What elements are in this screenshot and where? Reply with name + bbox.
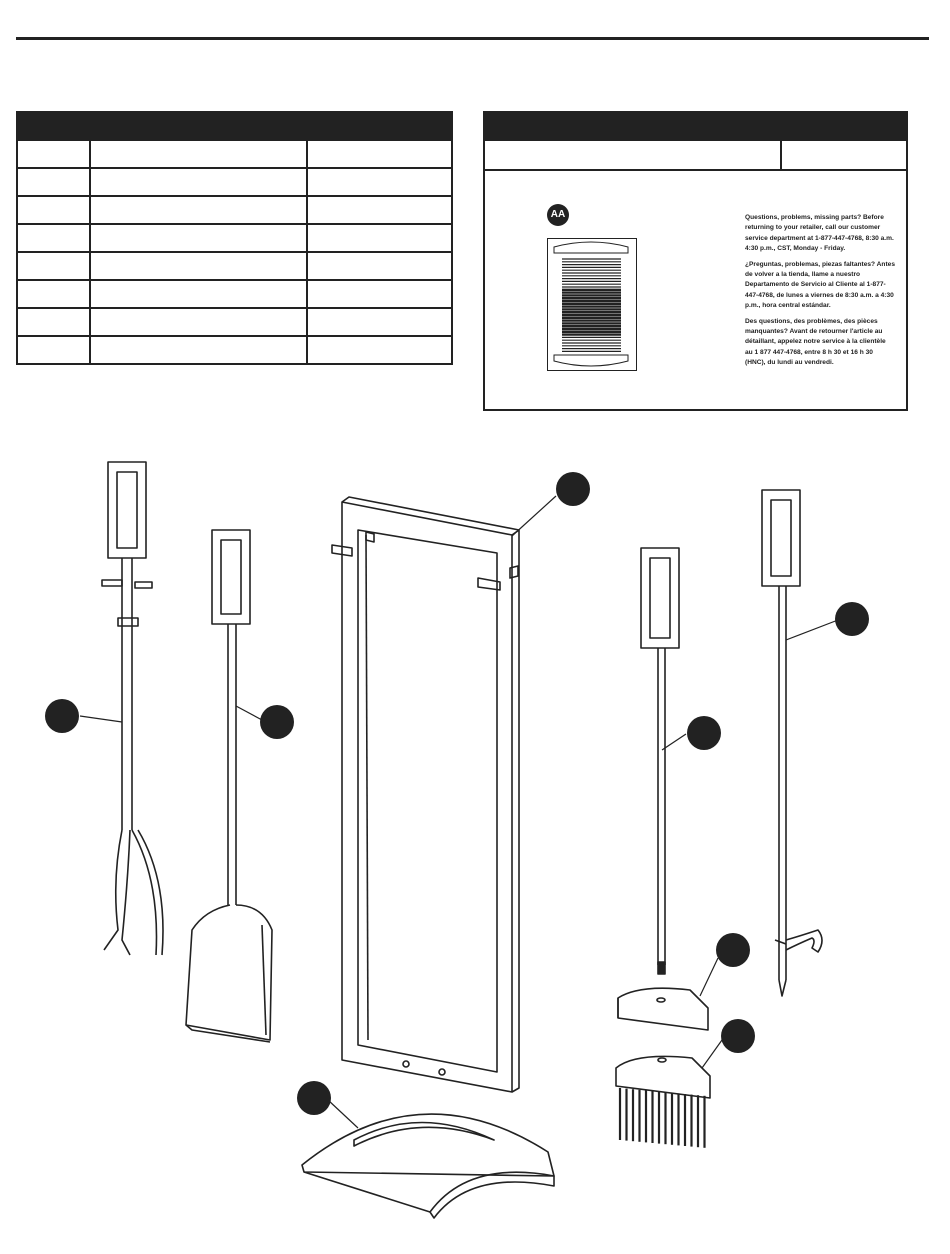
tongs-illustration [101, 461, 164, 956]
table-row [18, 195, 451, 223]
table-row [18, 251, 451, 279]
parts-table [16, 111, 453, 365]
header-rule [16, 37, 929, 40]
broom-cap-illustration [617, 987, 709, 1031]
callout-frame [556, 472, 590, 506]
table-row [18, 335, 451, 363]
callout-poker [835, 602, 869, 636]
table-row [18, 167, 451, 195]
poker-illustration [761, 489, 823, 997]
help-spanish: ¿Preguntas, problemas, piezas faltantes?… [745, 260, 895, 310]
table-row [18, 279, 451, 307]
broom-handle-illustration [640, 547, 680, 975]
hardware-label-badge: AA [547, 204, 569, 226]
base-illustration [301, 1113, 555, 1219]
stand-frame-illustration [331, 496, 520, 1093]
table-row [18, 139, 451, 167]
callout-shovel [260, 705, 294, 739]
help-english: Questions, problems, missing parts? Befo… [745, 214, 894, 253]
callout-tongs [45, 699, 79, 733]
hardware-box-header [485, 113, 906, 141]
callout-broom-head [721, 1019, 755, 1053]
shovel-illustration [185, 529, 273, 1043]
parts-table-header [18, 111, 451, 139]
hardware-box: AA Questions, problems, missing parts? B… [483, 111, 908, 411]
table-row [18, 307, 451, 335]
hardware-pack-illustration [547, 238, 637, 371]
broom-head-illustration [615, 1055, 711, 1148]
callout-broom-handle [687, 716, 721, 750]
hardware-box-subheader [485, 141, 906, 171]
table-row [18, 223, 451, 251]
customer-help-text: Questions, problems, missing parts? Befo… [745, 213, 895, 374]
callout-base [297, 1081, 331, 1115]
callout-leaders [79, 495, 839, 1129]
callout-broom-cap [716, 933, 750, 967]
parts-illustration [45, 461, 869, 1219]
help-french: Des questions, des problèmes, des pièces… [745, 317, 886, 367]
